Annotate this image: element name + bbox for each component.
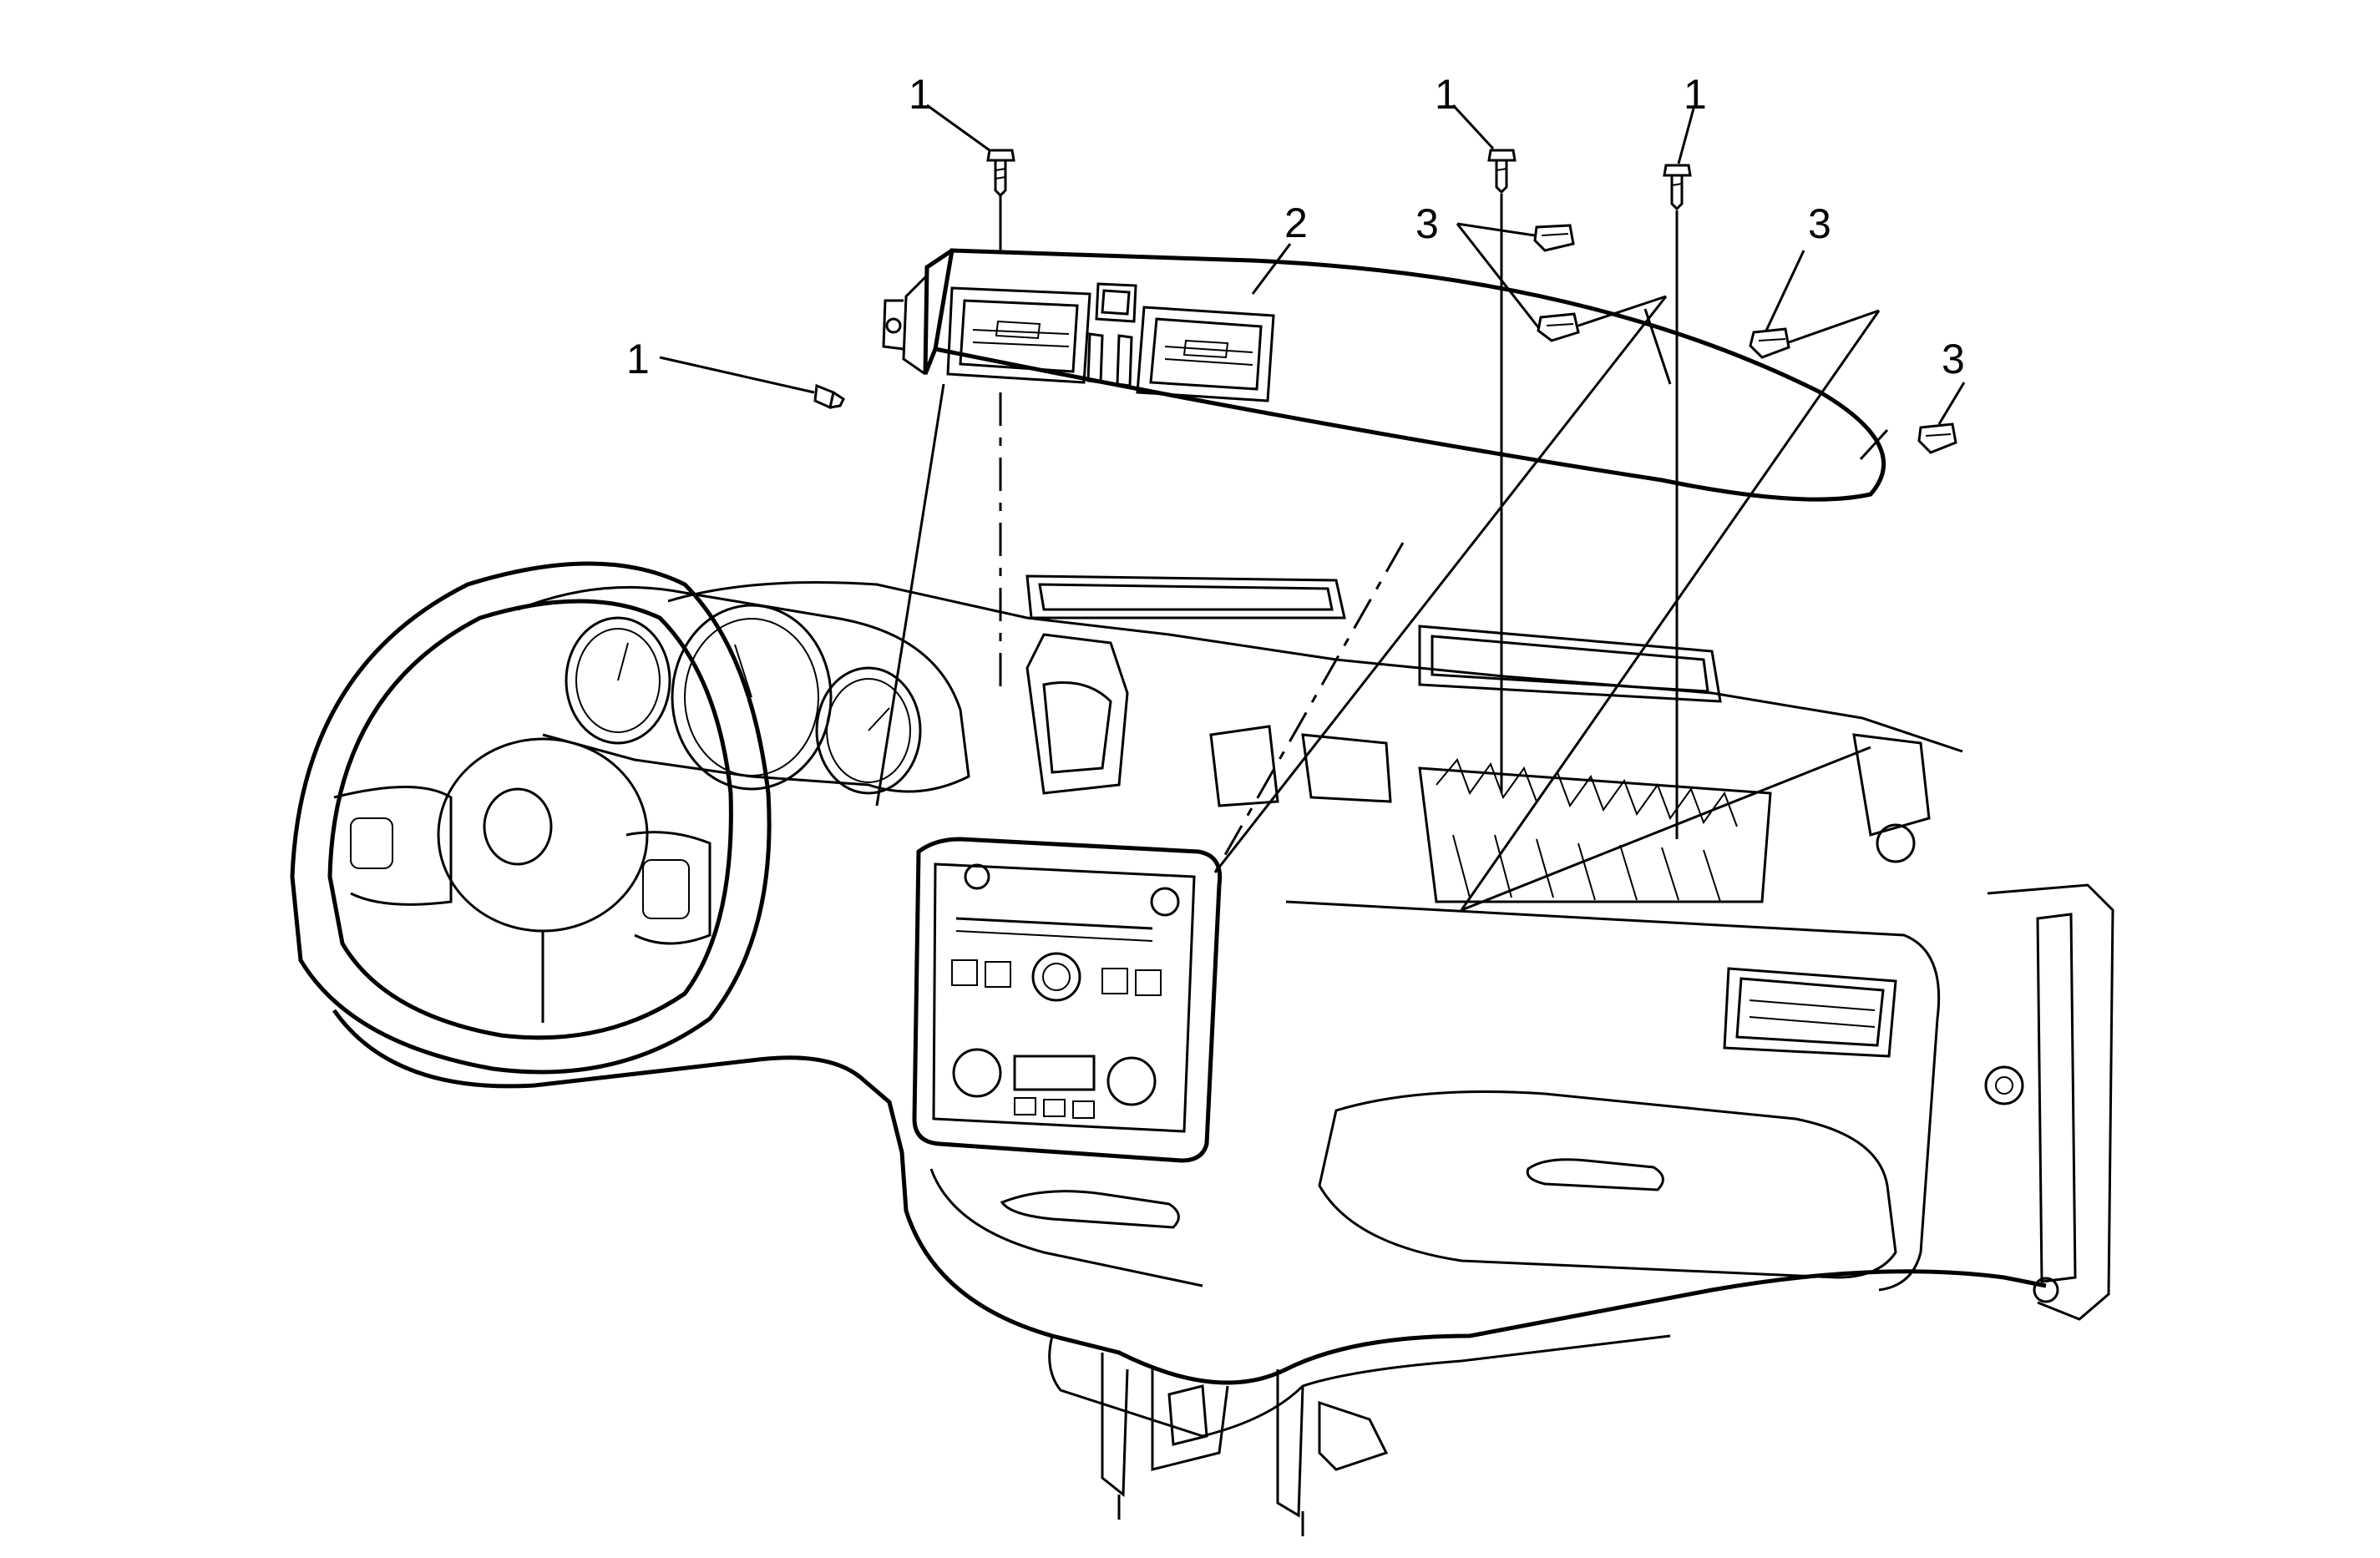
upper-panel-vents [946, 282, 1275, 402]
lower-support-brackets [1101, 1353, 1389, 1536]
fastener-top-left [986, 149, 1015, 250]
callout-1-left: 1 [626, 336, 650, 382]
instrument-cluster [565, 604, 922, 795]
callout-3-middle: 3 [1808, 200, 1831, 247]
instrument-panel [290, 561, 2114, 1536]
steering-wheel [290, 561, 772, 1075]
fastener-top-middle [1487, 149, 1517, 793]
retainer-clip-c [1749, 327, 1790, 359]
retainer-clip-a [1533, 224, 1575, 252]
fastener-top-right [1663, 164, 1692, 839]
retainer-clip-d [1917, 422, 1957, 454]
callout-3-right: 3 [1942, 336, 1965, 382]
callout-2: 2 [1284, 200, 1308, 246]
callout-1-top-right: 1 [1684, 71, 1707, 118]
passenger-vent [1723, 967, 1897, 1058]
fastener-left-side [813, 383, 845, 410]
callout-1-top-left: 1 [909, 71, 932, 118]
center-stack [912, 837, 1223, 1163]
retainer-clip-b [1537, 312, 1580, 342]
callout-3-left: 3 [1415, 200, 1439, 247]
assembly-lines [875, 295, 1889, 912]
callout-leaders [659, 104, 1966, 425]
upper-trim-panel [882, 248, 1886, 502]
callout-1-top-middle: 1 [1435, 71, 1458, 118]
